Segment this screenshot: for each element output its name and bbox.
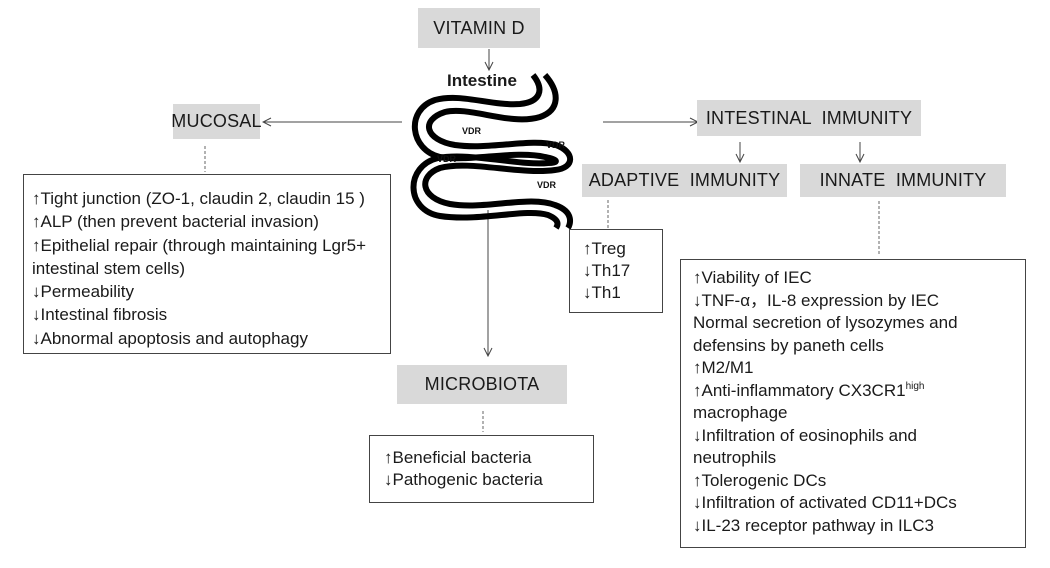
effect-item: ↓TNF-α，IL-8 expression by IEC xyxy=(693,290,940,310)
effect-item: ↑Tight junction (ZO-1, claudin 2, claudi… xyxy=(32,189,365,208)
intestine-illustration: VDR VDR VDR VDR xyxy=(410,73,574,230)
effect-item: ↓Abnormal apoptosis and autophagy xyxy=(32,328,308,348)
superscript-high: high xyxy=(905,380,925,392)
microbiota-effects-box: ↑Beneficial bacteria ↓Pathogenic bacteri… xyxy=(369,435,594,503)
effect-item: macrophage xyxy=(693,403,788,422)
intestine-label: Intestine xyxy=(447,71,517,90)
effect-item: ↓Th17 xyxy=(583,261,631,280)
effect-item: ↓Th1 xyxy=(583,283,621,302)
effect-item: ↑Viability of IEC xyxy=(693,268,812,287)
effect-item: ↓Infiltration of activated CD11+DCs xyxy=(693,493,957,512)
effect-item: ↑Treg xyxy=(583,239,626,258)
effect-item: ↓Intestinal fibrosis xyxy=(32,305,168,325)
mucosal-node: MUCOSAL xyxy=(171,104,262,139)
adaptive-effects-box: ↑Treg ↓Th17 ↓Th1 xyxy=(569,229,663,313)
innate-effects-box: ↑Viability of IEC ↓TNF-α，IL-8 expression… xyxy=(680,259,1026,548)
effect-item: ↓Pathogenic bacteria xyxy=(384,470,543,489)
effect-item: intestinal stem cells) xyxy=(32,258,186,278)
vitamin-d-node: VITAMIN D xyxy=(418,8,540,48)
vdr-label: VDR xyxy=(546,140,566,150)
effect-item: ↓Permeability xyxy=(32,282,135,302)
effect-item: ↓IL-23 receptor pathway in ILC3 xyxy=(693,515,934,535)
effect-item: ↑Epithelial repair (through maintaining … xyxy=(32,235,367,255)
vdr-label: VDR xyxy=(462,126,482,136)
effect-item: defensins by paneth cells xyxy=(693,335,884,355)
effect-text: ↑Anti-inflammatory CX3CR1 xyxy=(693,380,906,400)
effect-item: Normal secretion of lysozymes and xyxy=(693,313,958,332)
adaptive-immunity-node: ADAPTIVE IMMUNITY xyxy=(582,164,787,197)
vdr-label: VDR xyxy=(437,154,457,164)
mucosal-effects-box: ↑Tight junction (ZO-1, claudin 2, claudi… xyxy=(23,174,391,354)
effect-item: neutrophils xyxy=(693,448,777,467)
microbiota-node: MICROBIOTA xyxy=(397,365,567,404)
innate-immunity-node: INNATE IMMUNITY xyxy=(800,164,1006,197)
effect-item: ↑M2/M1 xyxy=(693,358,754,377)
effect-item: ↓Infiltration of eosinophils and xyxy=(693,425,917,445)
effect-item: ↑Tolerogenic DCs xyxy=(693,470,827,490)
vdr-label: VDR xyxy=(537,180,557,190)
effect-item: ↑Anti-inflammatory CX3CR1high xyxy=(693,380,1025,403)
effect-item: ↑Beneficial bacteria xyxy=(384,448,532,467)
intestinal-immunity-node: INTESTINAL IMMUNITY xyxy=(697,100,921,136)
effect-item: ↑ALP (then prevent bacterial invasion) xyxy=(32,212,319,232)
